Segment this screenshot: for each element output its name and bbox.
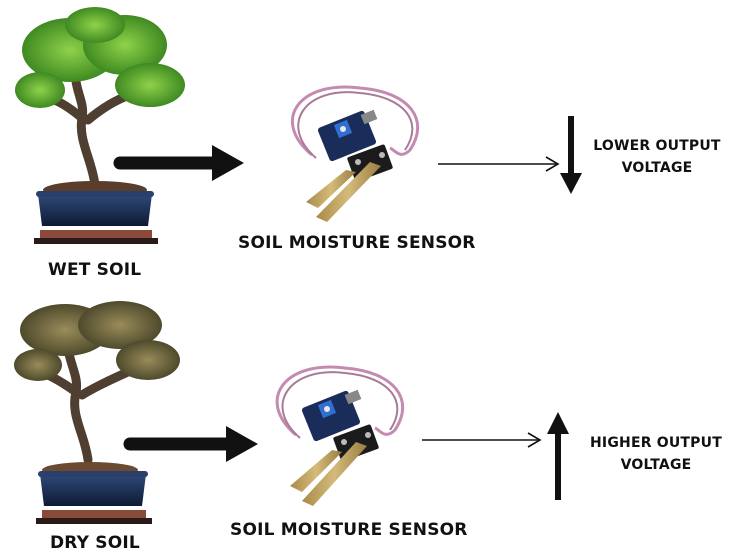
sensor-probe (290, 450, 342, 492)
bonsai-wet-pot-rim (36, 191, 154, 197)
bonsai-dry-foliage (14, 349, 62, 381)
sensor-label-wet: SOIL MOISTURE SENSOR (238, 233, 476, 253)
sensor-wire (281, 371, 399, 439)
voltage-label-lower-line2: VOLTAGE (621, 160, 693, 176)
voltage-up-arrow (547, 412, 569, 500)
bonsai-wet-saucer-base (34, 238, 158, 244)
soil-label-dry: DRY SOIL (50, 533, 140, 553)
bonsai-wet-saucer (40, 230, 152, 238)
bonsai-dry-pot (40, 474, 146, 506)
sensor-probe (306, 170, 356, 208)
bonsai-dry-saucer-base (36, 518, 152, 524)
bonsai-wet (15, 7, 185, 244)
bonsai-dry-pot-rim (38, 471, 148, 477)
voltage-down-arrow (560, 116, 582, 194)
soil-label-wet: WET SOIL (48, 260, 142, 280)
bonsai-wet-foliage (115, 63, 185, 107)
sensor-probe (316, 162, 381, 222)
input-arrow-dry (123, 426, 258, 462)
bonsai-dry-foliage (78, 301, 162, 349)
sensor-module-board (317, 110, 377, 162)
sensor-probe (302, 442, 367, 506)
sensor-wire (297, 91, 414, 159)
bonsai-wet-foliage (15, 72, 65, 108)
sensor-label-dry: SOIL MOISTURE SENSOR (230, 520, 468, 540)
voltage-label-lower: LOWER OUTPUT VOLTAGE (590, 135, 724, 179)
sensor-dry (275, 365, 405, 506)
voltage-label-lower-line1: LOWER OUTPUT (593, 138, 721, 154)
bonsai-wet-pot (38, 194, 152, 226)
sensor-module-board (301, 390, 361, 442)
sensor-wire (275, 365, 405, 437)
bonsai-dry-saucer (42, 510, 146, 518)
voltage-label-higher-line1: HIGHER OUTPUT (590, 435, 722, 451)
sensor-wet (290, 85, 420, 222)
input-arrow-wet (113, 145, 244, 181)
voltage-label-higher-line2: VOLTAGE (620, 457, 692, 473)
output-arrow-wet (438, 156, 560, 172)
bonsai-dry (14, 301, 180, 524)
bonsai-dry-foliage (116, 340, 180, 380)
voltage-label-higher: HIGHER OUTPUT VOLTAGE (586, 432, 726, 476)
sensor-wire (290, 85, 420, 157)
output-arrow-dry (422, 432, 542, 448)
bonsai-wet-foliage (65, 7, 125, 43)
